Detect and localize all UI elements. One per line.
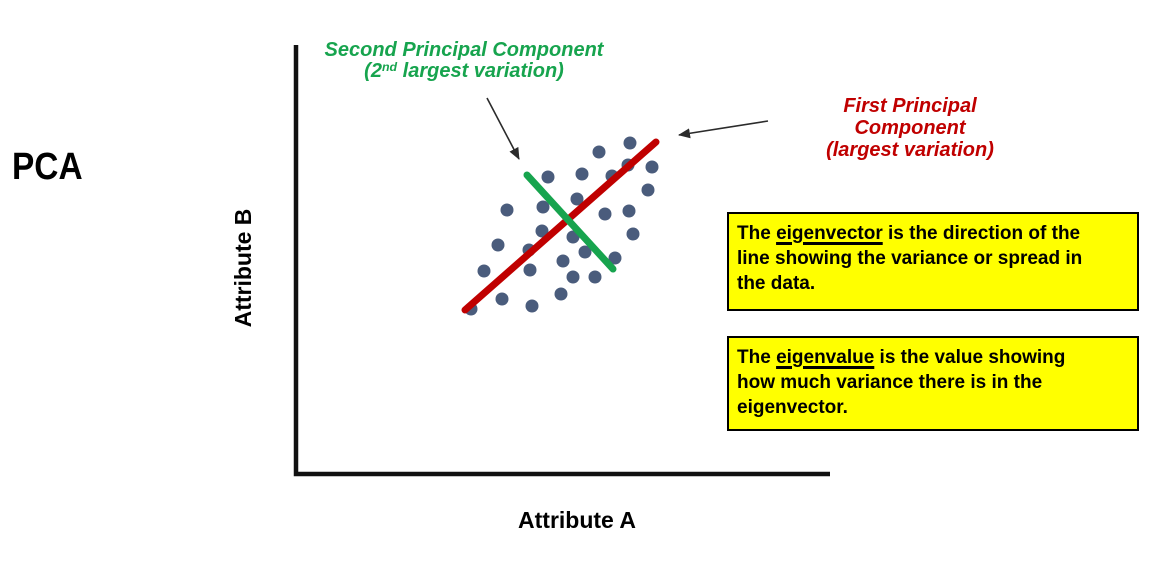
data-point bbox=[641, 183, 655, 197]
data-point bbox=[495, 292, 509, 306]
data-point bbox=[536, 200, 550, 214]
first-principal-component-line bbox=[461, 138, 660, 314]
x-axis-label: Attribute A bbox=[518, 507, 636, 533]
data-point bbox=[626, 227, 640, 241]
data-point bbox=[491, 238, 505, 252]
data-point bbox=[570, 192, 584, 206]
second-pc-annotation-line1: Second Principal Component bbox=[324, 39, 604, 61]
data-point bbox=[477, 264, 491, 278]
data-point bbox=[578, 245, 592, 259]
data-point bbox=[554, 287, 568, 301]
data-point bbox=[500, 203, 514, 217]
y-axis-label: Attribute B bbox=[230, 208, 256, 328]
data-point bbox=[588, 270, 602, 284]
data-point bbox=[525, 299, 539, 313]
data-point bbox=[608, 251, 622, 265]
data-point bbox=[575, 167, 589, 181]
annotation-arrow bbox=[678, 120, 769, 139]
page-title: PCA bbox=[12, 146, 83, 188]
data-point bbox=[541, 170, 555, 184]
axes bbox=[293, 45, 830, 477]
second-pc-annotation: Second Principal Component (2nd largest … bbox=[316, 40, 612, 84]
second-principal-component-line bbox=[523, 171, 617, 273]
data-point bbox=[622, 204, 636, 218]
data-point bbox=[556, 254, 570, 268]
annotation-arrow bbox=[486, 97, 520, 160]
data-point bbox=[523, 263, 537, 277]
data-point bbox=[598, 207, 612, 221]
data-point bbox=[592, 145, 606, 159]
data-point bbox=[645, 160, 659, 174]
data-point bbox=[566, 270, 580, 284]
data-point bbox=[623, 136, 637, 150]
first-pc-annotation-line1: First Principal Component bbox=[843, 95, 977, 139]
second-pc-annotation-line2: (2nd largest variation) bbox=[364, 60, 564, 82]
first-pc-annotation: First Principal Component (largest varia… bbox=[786, 95, 1034, 161]
data-point bbox=[535, 224, 549, 238]
first-pc-annotation-line2: (largest variation) bbox=[826, 139, 994, 161]
